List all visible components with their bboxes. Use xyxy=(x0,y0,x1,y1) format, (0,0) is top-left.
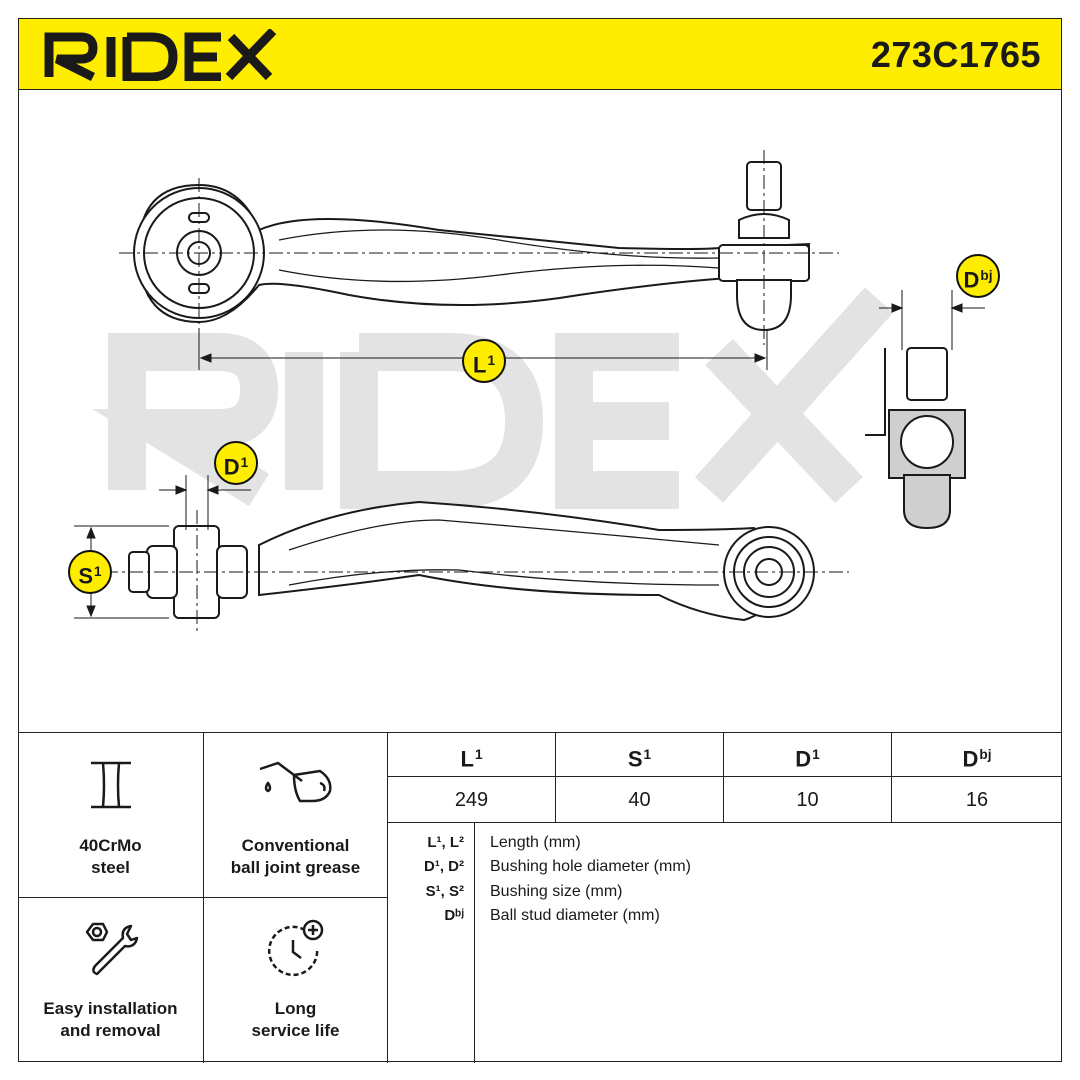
feature-grease-line2: ball joint grease xyxy=(230,858,361,877)
clock-plus-icon xyxy=(268,919,324,977)
legend-divider xyxy=(474,823,475,1063)
header-bar: 273C1765 xyxy=(18,18,1062,90)
feature-material: 40CrMo steel xyxy=(18,733,204,898)
feature-service-life: Long service life xyxy=(204,898,388,1063)
badge-s1-base: S xyxy=(78,563,94,589)
spec-header-dbj-base: D xyxy=(962,746,979,772)
feature-service-life-line2: service life xyxy=(251,1021,340,1040)
spec-value-s1: 40 xyxy=(556,777,724,823)
badge-l1-sup: 1 xyxy=(487,353,496,368)
badge-s1: S1 xyxy=(68,550,112,594)
part-number: 273C1765 xyxy=(870,34,1041,75)
ball-joint-detail xyxy=(865,347,966,530)
spec-header-l1-sup: 1 xyxy=(474,747,483,762)
spec-header-d1: D1 xyxy=(724,733,892,777)
badge-s1-sup: 1 xyxy=(94,564,102,579)
spec-header-l1-base: L xyxy=(460,746,474,772)
grease-can-icon xyxy=(259,761,332,803)
arm-top-view xyxy=(133,161,810,332)
spec-header-s1-sup: 1 xyxy=(643,747,652,762)
spec-value-l1: 249 xyxy=(388,777,556,823)
feature-installation-line1: Easy installation xyxy=(43,999,178,1018)
badge-l1: L1 xyxy=(462,339,506,383)
spec-header-s1: S1 xyxy=(556,733,724,777)
i-beam-icon xyxy=(91,761,131,809)
ridex-logo xyxy=(44,29,277,81)
feature-grease-line1: Conventional xyxy=(241,836,350,855)
feature-material-line1: 40CrMo xyxy=(79,836,142,855)
legend-desc-hole: Bushing hole diameter (mm) xyxy=(490,858,691,875)
legend-symbol-hole: D¹, D² xyxy=(424,858,464,875)
badge-d1: D1 xyxy=(214,441,258,485)
spec-value-d1: 10 xyxy=(724,777,892,823)
feature-installation: Easy installation and removal xyxy=(18,898,204,1063)
legend-symbol-size: S¹, S² xyxy=(425,883,464,900)
feature-grease: Conventional ball joint grease xyxy=(204,733,388,898)
badge-dbj-base: D xyxy=(963,267,980,293)
legend-desc-ball-stud: Ball stud diameter (mm) xyxy=(490,907,660,924)
badge-dbj: Dbj xyxy=(956,254,1000,298)
legend-desc-length: Length (mm) xyxy=(490,834,581,851)
spec-header-dbj: Dbj xyxy=(892,733,1062,777)
legend-symbol-length: L¹, L² xyxy=(427,834,464,851)
feature-installation-line2: and removal xyxy=(60,1021,161,1040)
spec-header-d1-base: D xyxy=(795,746,812,772)
spec-header-d1-sup: 1 xyxy=(812,747,820,762)
info-panel: 40CrMo steel Conventional ball joint gre… xyxy=(18,732,1062,1063)
badge-d1-sup: 1 xyxy=(240,455,249,470)
legend-symbol-ball-stud: Dᵇʲ xyxy=(444,907,464,924)
badge-dbj-sup: bj xyxy=(980,268,993,283)
technical-drawing xyxy=(74,150,985,635)
feature-service-life-line1: Long xyxy=(274,999,317,1018)
spec-header-dbj-sup: bj xyxy=(979,747,992,762)
arm-side-view xyxy=(128,500,815,622)
spec-header-l1: L1 xyxy=(388,733,556,777)
badge-l1-base: L xyxy=(472,352,487,378)
feature-material-line2: steel xyxy=(91,858,130,877)
tools-icon xyxy=(85,922,139,976)
spec-header-s1-base: S xyxy=(627,746,643,772)
legend-desc-size: Bushing size (mm) xyxy=(490,883,623,900)
badge-d1-base: D xyxy=(223,454,240,480)
spec-value-dbj: 16 xyxy=(892,777,1062,823)
